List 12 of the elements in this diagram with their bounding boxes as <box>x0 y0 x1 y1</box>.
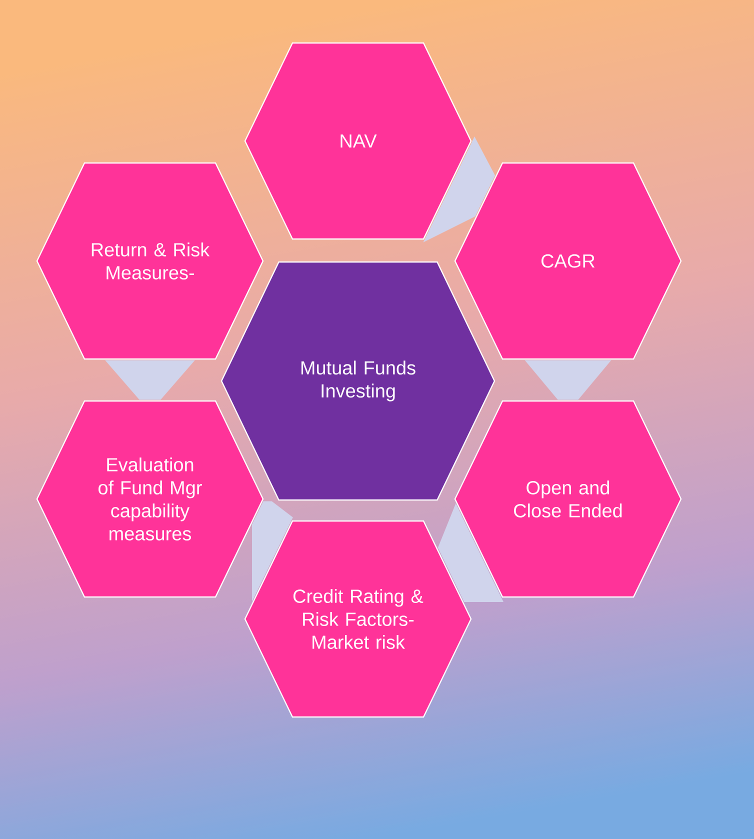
hexagon: Open and Close Ended <box>454 400 682 598</box>
connector-triangle <box>438 503 504 602</box>
hexagon: CAGR <box>454 162 682 360</box>
hexagon: Return & Risk Measures- <box>36 162 264 360</box>
hexagon: Mutual Funds Investing <box>220 261 496 501</box>
connector-triangle <box>252 501 293 602</box>
connector-triangle <box>423 136 496 242</box>
connector-triangle <box>524 360 612 400</box>
hexagon: Evaluation of Fund Mgr capability measures <box>36 400 264 598</box>
connector-triangle <box>105 360 195 400</box>
hexagon: NAV <box>244 42 472 240</box>
hexagon: Credit Rating & Risk Factors- Market risk <box>244 520 472 718</box>
